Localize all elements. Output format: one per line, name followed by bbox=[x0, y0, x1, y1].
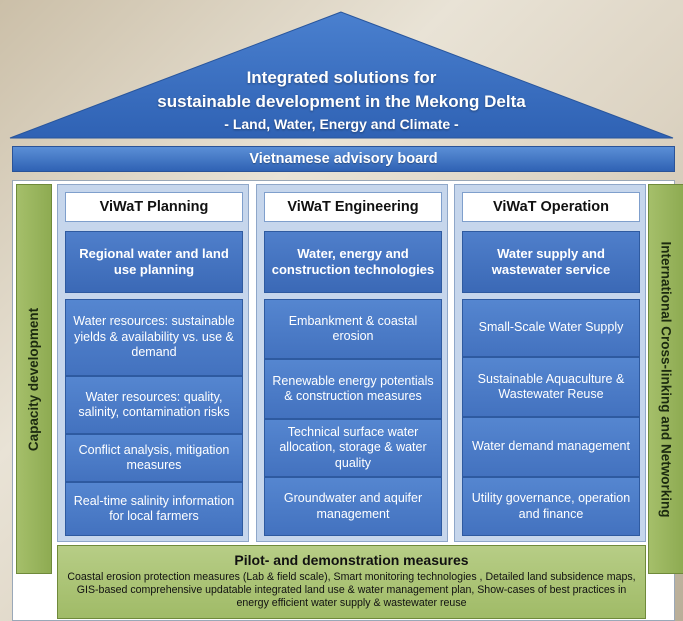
column-cell: Groundwater and aquifer management bbox=[264, 477, 442, 536]
roof-title-line1: Integrated solutions for bbox=[246, 68, 437, 87]
column-cell: Water resources: quality, salinity, cont… bbox=[65, 376, 243, 434]
pilot-description: Coastal erosion protection measures (Lab… bbox=[67, 571, 636, 609]
column-cell: Real-time salinity information for local… bbox=[65, 482, 243, 536]
column-title: ViWaT Engineering bbox=[264, 192, 442, 222]
roof-triangle bbox=[9, 11, 674, 139]
pilot-title: Pilot- and demonstration measures bbox=[234, 552, 469, 568]
column-cell: Sustainable Aquaculture & Wastewater Reu… bbox=[462, 357, 640, 417]
column-header: Regional water and land use planning bbox=[65, 231, 243, 293]
column-cell: Small-Scale Water Supply bbox=[462, 299, 640, 357]
column-operation: ViWaT Operation Water supply and wastewa… bbox=[454, 184, 646, 542]
column-title: ViWaT Operation bbox=[462, 192, 640, 222]
column-cell: Conflict analysis, mitigation measures bbox=[65, 434, 243, 482]
column-cell: Water resources: sustainable yields & av… bbox=[65, 299, 243, 376]
column-header: Water, energy and construction technolog… bbox=[264, 231, 442, 293]
column-cell: Renewable energy potentials & constructi… bbox=[264, 359, 442, 419]
column-header: Water supply and wastewater service bbox=[462, 231, 640, 293]
capacity-development-pillar: Capacity development bbox=[16, 184, 52, 574]
advisory-board-bar: Vietnamese advisory board bbox=[12, 146, 675, 172]
column-cell: Embankment & coastal erosion bbox=[264, 299, 442, 359]
column-cell: Water demand management bbox=[462, 417, 640, 477]
roof-subtitle: - Land, Water, Energy and Climate - bbox=[224, 116, 459, 132]
networking-label: International Cross-linking and Networki… bbox=[658, 240, 674, 518]
column-title: ViWaT Planning bbox=[65, 192, 243, 222]
column-engineering: ViWaT Engineering Water, energy and cons… bbox=[256, 184, 448, 542]
column-cell: Technical surface water allocation, stor… bbox=[264, 419, 442, 477]
column-planning: ViWaT Planning Regional water and land u… bbox=[57, 184, 249, 542]
roof-title-line2: sustainable development in the Mekong De… bbox=[157, 92, 526, 111]
column-cell: Utility governance, operation and financ… bbox=[462, 477, 640, 536]
networking-pillar: International Cross-linking and Networki… bbox=[648, 184, 683, 574]
pilot-demonstration-band: Pilot- and demonstration measures Coasta… bbox=[57, 545, 646, 619]
capacity-development-label: Capacity development bbox=[26, 307, 42, 451]
